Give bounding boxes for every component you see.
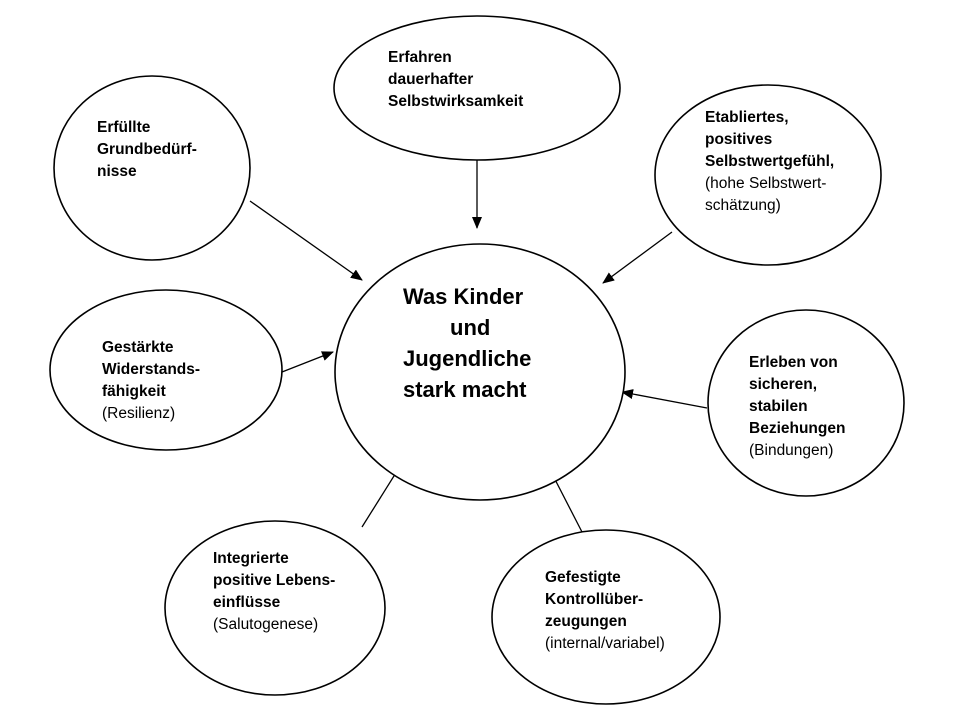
node-selbstwertgefuehl	[654, 84, 882, 266]
node-resilienz-label: Widerstands-	[102, 361, 200, 378]
node-bindungen-note: (Bindungen)	[749, 442, 833, 459]
node-kontrollueberzeugungen-label: zeugungen	[545, 613, 627, 630]
node-resilienz	[49, 289, 283, 451]
center-label-line: Jugendliche	[403, 346, 531, 371]
node-salutogenese-note: (Salutogenese)	[213, 616, 318, 633]
node-grundbeduerfnisse-label: Grundbedürf-	[97, 141, 197, 158]
node-selbstwertgefuehl-label: positives	[705, 131, 772, 148]
arrow-top-right	[602, 231, 673, 284]
center-node	[334, 243, 626, 501]
node-kontrollueberzeugungen-label: Kontrollüber-	[545, 591, 643, 608]
node-selbstwirksamkeit-label: Selbstwirksamkeit	[388, 93, 523, 110]
node-selbstwirksamkeit	[333, 15, 621, 161]
node-selbstwertgefuehl-label: Selbstwertgefühl,	[705, 153, 834, 170]
node-selbstwirksamkeit-label: Erfahren	[388, 49, 452, 66]
center-label-line: und	[450, 315, 490, 340]
node-bindungen-label: stabilen	[749, 398, 808, 415]
arrows	[249, 160, 708, 533]
node-resilienz-note: (Resilienz)	[102, 405, 175, 422]
node-grundbeduerfnisse-label: nisse	[97, 163, 137, 180]
node-bindungen-label: Beziehungen	[749, 420, 845, 437]
node-selbstwertgefuehl-note: schätzung)	[705, 197, 781, 214]
node-grundbeduerfnisse-label: Erfüllte	[97, 119, 151, 136]
node-resilienz-label: fähigkeit	[102, 383, 166, 400]
node-kontrollueberzeugungen-note: (internal/variabel)	[545, 635, 665, 652]
node-salutogenese-label: einflüsse	[213, 594, 281, 611]
center-label-line: stark macht	[403, 377, 527, 402]
arrow-top-left	[249, 200, 363, 281]
node-selbstwertgefuehl-note: (hohe Selbstwert-	[705, 175, 826, 192]
node-kontrollueberzeugungen	[491, 529, 721, 705]
node-grundbeduerfnisse	[53, 75, 251, 261]
node-bindungen-label: sicheren,	[749, 376, 817, 393]
node-selbstwirksamkeit-label: dauerhafter	[388, 71, 473, 88]
node-salutogenese	[164, 520, 386, 696]
node-resilienz-label: Gestärkte	[102, 339, 174, 356]
center-label-line: Was Kinder	[403, 284, 524, 309]
node-kontrollueberzeugungen-label: Gefestigte	[545, 569, 621, 586]
node-selbstwertgefuehl-label: Etabliertes,	[705, 109, 789, 126]
node-bindungen-label: Erleben von	[749, 354, 838, 371]
arrow-left	[281, 351, 334, 373]
node-salutogenese-label: Integrierte	[213, 550, 289, 567]
node-salutogenese-label: positive Lebens-	[213, 572, 335, 589]
node-bindungen	[707, 309, 905, 497]
arrow-right	[621, 389, 708, 409]
